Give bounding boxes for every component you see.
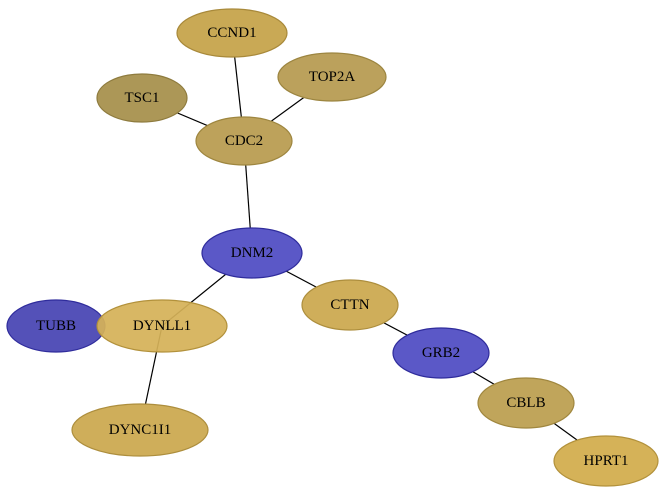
node-cdc2[interactable]: CDC2 — [195, 116, 293, 166]
node-grb2[interactable]: GRB2 — [392, 327, 490, 379]
node-dync1i1[interactable]: DYNC1I1 — [71, 403, 209, 457]
node-label-ccnd1: CCND1 — [207, 25, 256, 41]
node-top2a[interactable]: TOP2A — [277, 52, 387, 102]
node-label-grb2: GRB2 — [422, 345, 460, 361]
node-label-tsc1: TSC1 — [124, 90, 159, 106]
node-dynll1[interactable]: DYNLL1 — [96, 299, 228, 353]
node-shape-dnm2 — [201, 227, 303, 279]
node-label-hprt1: HPRT1 — [584, 453, 629, 469]
node-tsc1[interactable]: TSC1 — [96, 73, 188, 123]
node-shape-ccnd1 — [176, 8, 288, 58]
node-shape-cttn — [301, 279, 399, 331]
node-shape-tsc1 — [96, 73, 188, 123]
node-shape-dynll1 — [96, 299, 228, 353]
node-cblb[interactable]: CBLB — [477, 377, 575, 429]
node-label-top2a: TOP2A — [309, 69, 356, 85]
node-hprt1[interactable]: HPRT1 — [553, 435, 659, 487]
node-shape-cdc2 — [195, 116, 293, 166]
node-shape-cblb — [477, 377, 575, 429]
node-label-dnm2: DNM2 — [231, 245, 274, 261]
node-shape-top2a — [277, 52, 387, 102]
node-shape-hprt1 — [553, 435, 659, 487]
node-label-cblb: CBLB — [506, 395, 545, 411]
node-tubb[interactable]: TUBB — [6, 299, 106, 353]
node-shape-dync1i1 — [71, 403, 209, 457]
node-label-tubb: TUBB — [36, 318, 76, 334]
node-label-dynll1: DYNLL1 — [133, 318, 191, 334]
node-label-cttn: CTTN — [330, 297, 369, 313]
node-ccnd1[interactable]: CCND1 — [176, 8, 288, 58]
node-label-cdc2: CDC2 — [225, 133, 263, 149]
node-cttn[interactable]: CTTN — [301, 279, 399, 331]
node-label-dync1i1: DYNC1I1 — [109, 422, 172, 438]
node-dnm2[interactable]: DNM2 — [201, 227, 303, 279]
node-shape-grb2 — [392, 327, 490, 379]
